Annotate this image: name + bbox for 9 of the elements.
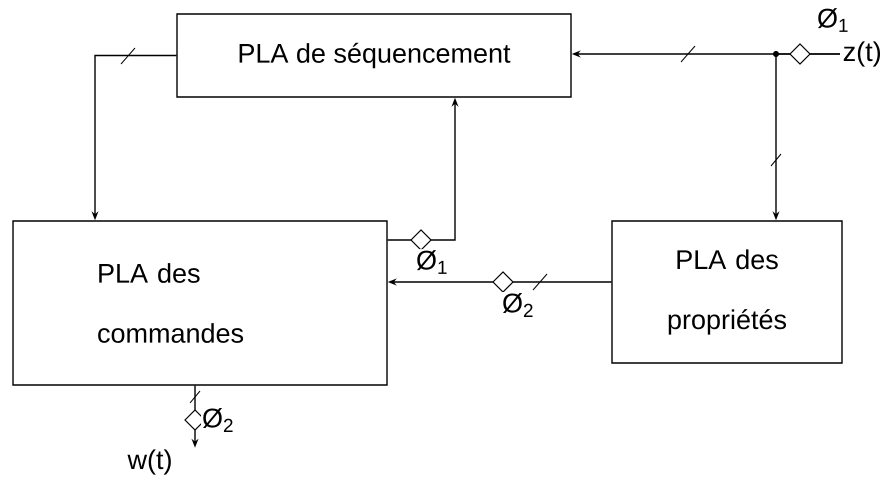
process-box: PLA des commandes [12,220,388,386]
process-box: PLA de séquencement [176,13,572,98]
edge-label: Ø$_{2}$ [501,292,535,318]
process-box: PLA des propriétés [611,220,843,364]
signal-label: w(t) [127,449,171,475]
edge-label: Ø$_{1}$ [816,7,850,33]
edge-label: Ø$_{2}$ [201,407,236,433]
signal-label: z(t) [844,41,880,67]
edge-label: Ø$_{1}$ [415,249,449,275]
